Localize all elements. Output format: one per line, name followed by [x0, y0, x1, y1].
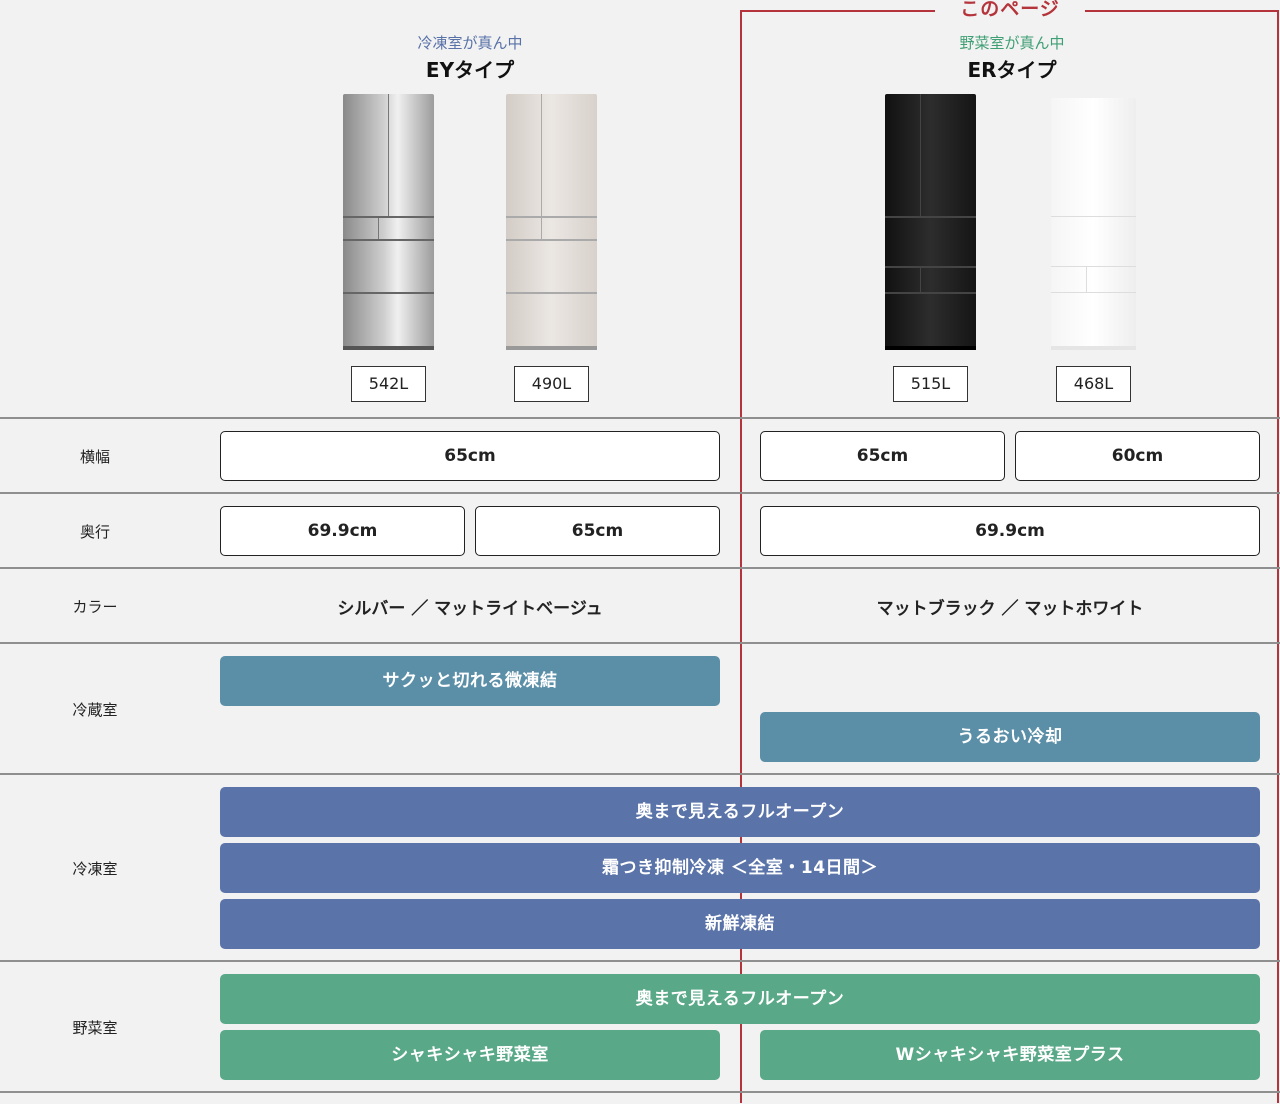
- row-label-width: 横幅: [79, 448, 110, 466]
- ey-type-title: EYタイプ: [425, 58, 515, 82]
- ey-width-value: 65cm: [220, 431, 720, 481]
- row-label-color: カラー: [72, 598, 118, 616]
- row-label-depth: 奥行: [79, 523, 110, 541]
- row-divider: [0, 567, 1280, 569]
- freezer-feature-fresh-freeze[interactable]: 新鮮凍結: [220, 899, 1260, 949]
- er-refrigerator-feature[interactable]: うるおい冷却: [760, 712, 1260, 762]
- er-subtitle: 野菜室が真ん中: [959, 34, 1065, 52]
- row-label-refrigerator: 冷蔵室: [72, 701, 118, 719]
- row-divider: [0, 642, 1280, 644]
- row-label-vegetable: 野菜室: [72, 1019, 118, 1037]
- vegetable-feature-full-open[interactable]: 奥まで見えるフルオープン: [220, 974, 1260, 1024]
- ey-color-names: シルバー ／ マットライトベージュ: [337, 599, 603, 619]
- row-divider: [0, 960, 1280, 962]
- freezer-feature-frost-suppression[interactable]: 霜つき抑制冷凍 ＜全室・14日間＞: [220, 843, 1260, 893]
- er-color-names: マットブラック ／ マットホワイト: [876, 599, 1144, 619]
- fridge-image-silver[interactable]: [343, 94, 434, 350]
- row-label-freezer: 冷凍室: [72, 860, 118, 878]
- ey-depth-value-490: 65cm: [475, 506, 720, 556]
- freezer-feature-full-open[interactable]: 奥まで見えるフルオープン: [220, 787, 1260, 837]
- ey-subtitle: 冷凍室が真ん中: [417, 34, 523, 52]
- row-divider: [0, 1091, 1280, 1093]
- ey-refrigerator-feature[interactable]: サクッと切れる微凍結: [220, 656, 720, 706]
- er-width-value-515: 65cm: [760, 431, 1005, 481]
- capacity-515: 515L: [893, 366, 968, 402]
- row-divider: [0, 417, 1280, 419]
- er-vegetable-feature[interactable]: Wシャキシャキ野菜室プラス: [760, 1030, 1260, 1080]
- current-page-label: このページ: [935, 0, 1085, 24]
- fridge-image-beige[interactable]: [506, 94, 597, 350]
- capacity-490: 490L: [514, 366, 589, 402]
- fridge-image-black[interactable]: [885, 94, 976, 350]
- er-depth-value: 69.9cm: [760, 506, 1260, 556]
- ey-depth-value-542: 69.9cm: [220, 506, 465, 556]
- row-divider: [0, 773, 1280, 775]
- capacity-468: 468L: [1056, 366, 1131, 402]
- row-divider: [0, 492, 1280, 494]
- fridge-image-white[interactable]: [1051, 98, 1136, 350]
- capacity-542: 542L: [351, 366, 426, 402]
- ey-vegetable-feature[interactable]: シャキシャキ野菜室: [220, 1030, 720, 1080]
- er-type-title: ERタイプ: [967, 58, 1057, 82]
- er-width-value-468: 60cm: [1015, 431, 1260, 481]
